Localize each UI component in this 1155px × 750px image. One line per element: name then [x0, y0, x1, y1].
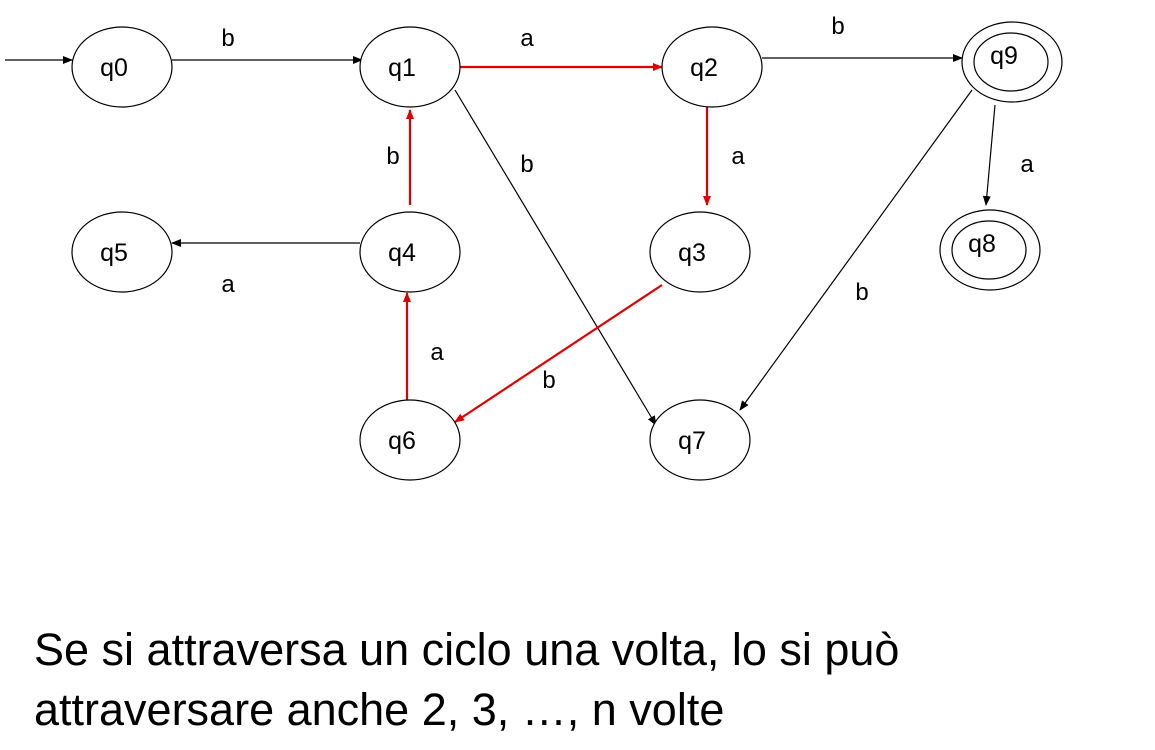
state-circle	[661, 26, 763, 108]
accepting-ring	[973, 32, 1049, 92]
state-q2: q2	[661, 26, 763, 108]
caption: Se si attraversa un ciclo una volta, lo …	[34, 620, 899, 740]
state-q1: q1	[359, 26, 461, 108]
transition-label: b	[520, 151, 533, 178]
automaton-diagram: b a b a a b b b a a b q0 q1 q2 q9 q5 q4 q3 q8 q6 q7	[5, 13, 1063, 481]
transition-q9-q8	[982, 104, 996, 206]
state-q4: q4	[359, 211, 461, 293]
state-label: q0	[100, 54, 128, 82]
state-circle	[71, 211, 173, 293]
state-q6: q6	[359, 399, 461, 481]
transition-label: b	[831, 13, 844, 40]
state-label: q1	[388, 54, 416, 82]
transition-q9-q7	[739, 89, 973, 411]
transition-label: a	[520, 25, 534, 52]
transition-q3-q6	[454, 284, 663, 423]
caption-line-1: Se si attraversa un ciclo una volta, lo …	[34, 624, 900, 675]
transition-label: a	[1020, 151, 1034, 178]
state-label: q3	[678, 239, 706, 267]
transition-q1-q7	[454, 89, 657, 426]
state-circle	[649, 211, 751, 293]
transition-label: a	[731, 143, 745, 170]
state-label: q5	[100, 239, 128, 267]
state-q7: q7	[649, 399, 751, 481]
state-label: q2	[690, 54, 718, 82]
state-q9: q9	[961, 21, 1063, 103]
transition-label: b	[542, 367, 555, 394]
transition-label: b	[386, 143, 399, 170]
transition-label: a	[221, 271, 235, 298]
state-q3: q3	[649, 211, 751, 293]
state-label: q8	[968, 230, 996, 258]
state-circle	[359, 399, 461, 481]
state-q5: q5	[71, 211, 173, 293]
state-circle	[359, 211, 461, 293]
state-label: q9	[990, 42, 1018, 70]
state-circle	[71, 26, 173, 108]
caption-line-2: attraversare anche 2, 3, …, n volte	[34, 684, 725, 735]
state-circle	[649, 399, 751, 481]
accepting-ring	[951, 220, 1027, 280]
state-q8: q8	[939, 209, 1041, 291]
transition-label: a	[430, 339, 444, 366]
state-label: q6	[388, 427, 416, 455]
state-label: q7	[678, 427, 706, 455]
transition-label: b	[221, 25, 234, 52]
state-q0: q0	[71, 26, 173, 108]
state-circle	[359, 26, 461, 108]
transition-label: b	[855, 279, 868, 306]
state-label: q4	[388, 239, 416, 267]
